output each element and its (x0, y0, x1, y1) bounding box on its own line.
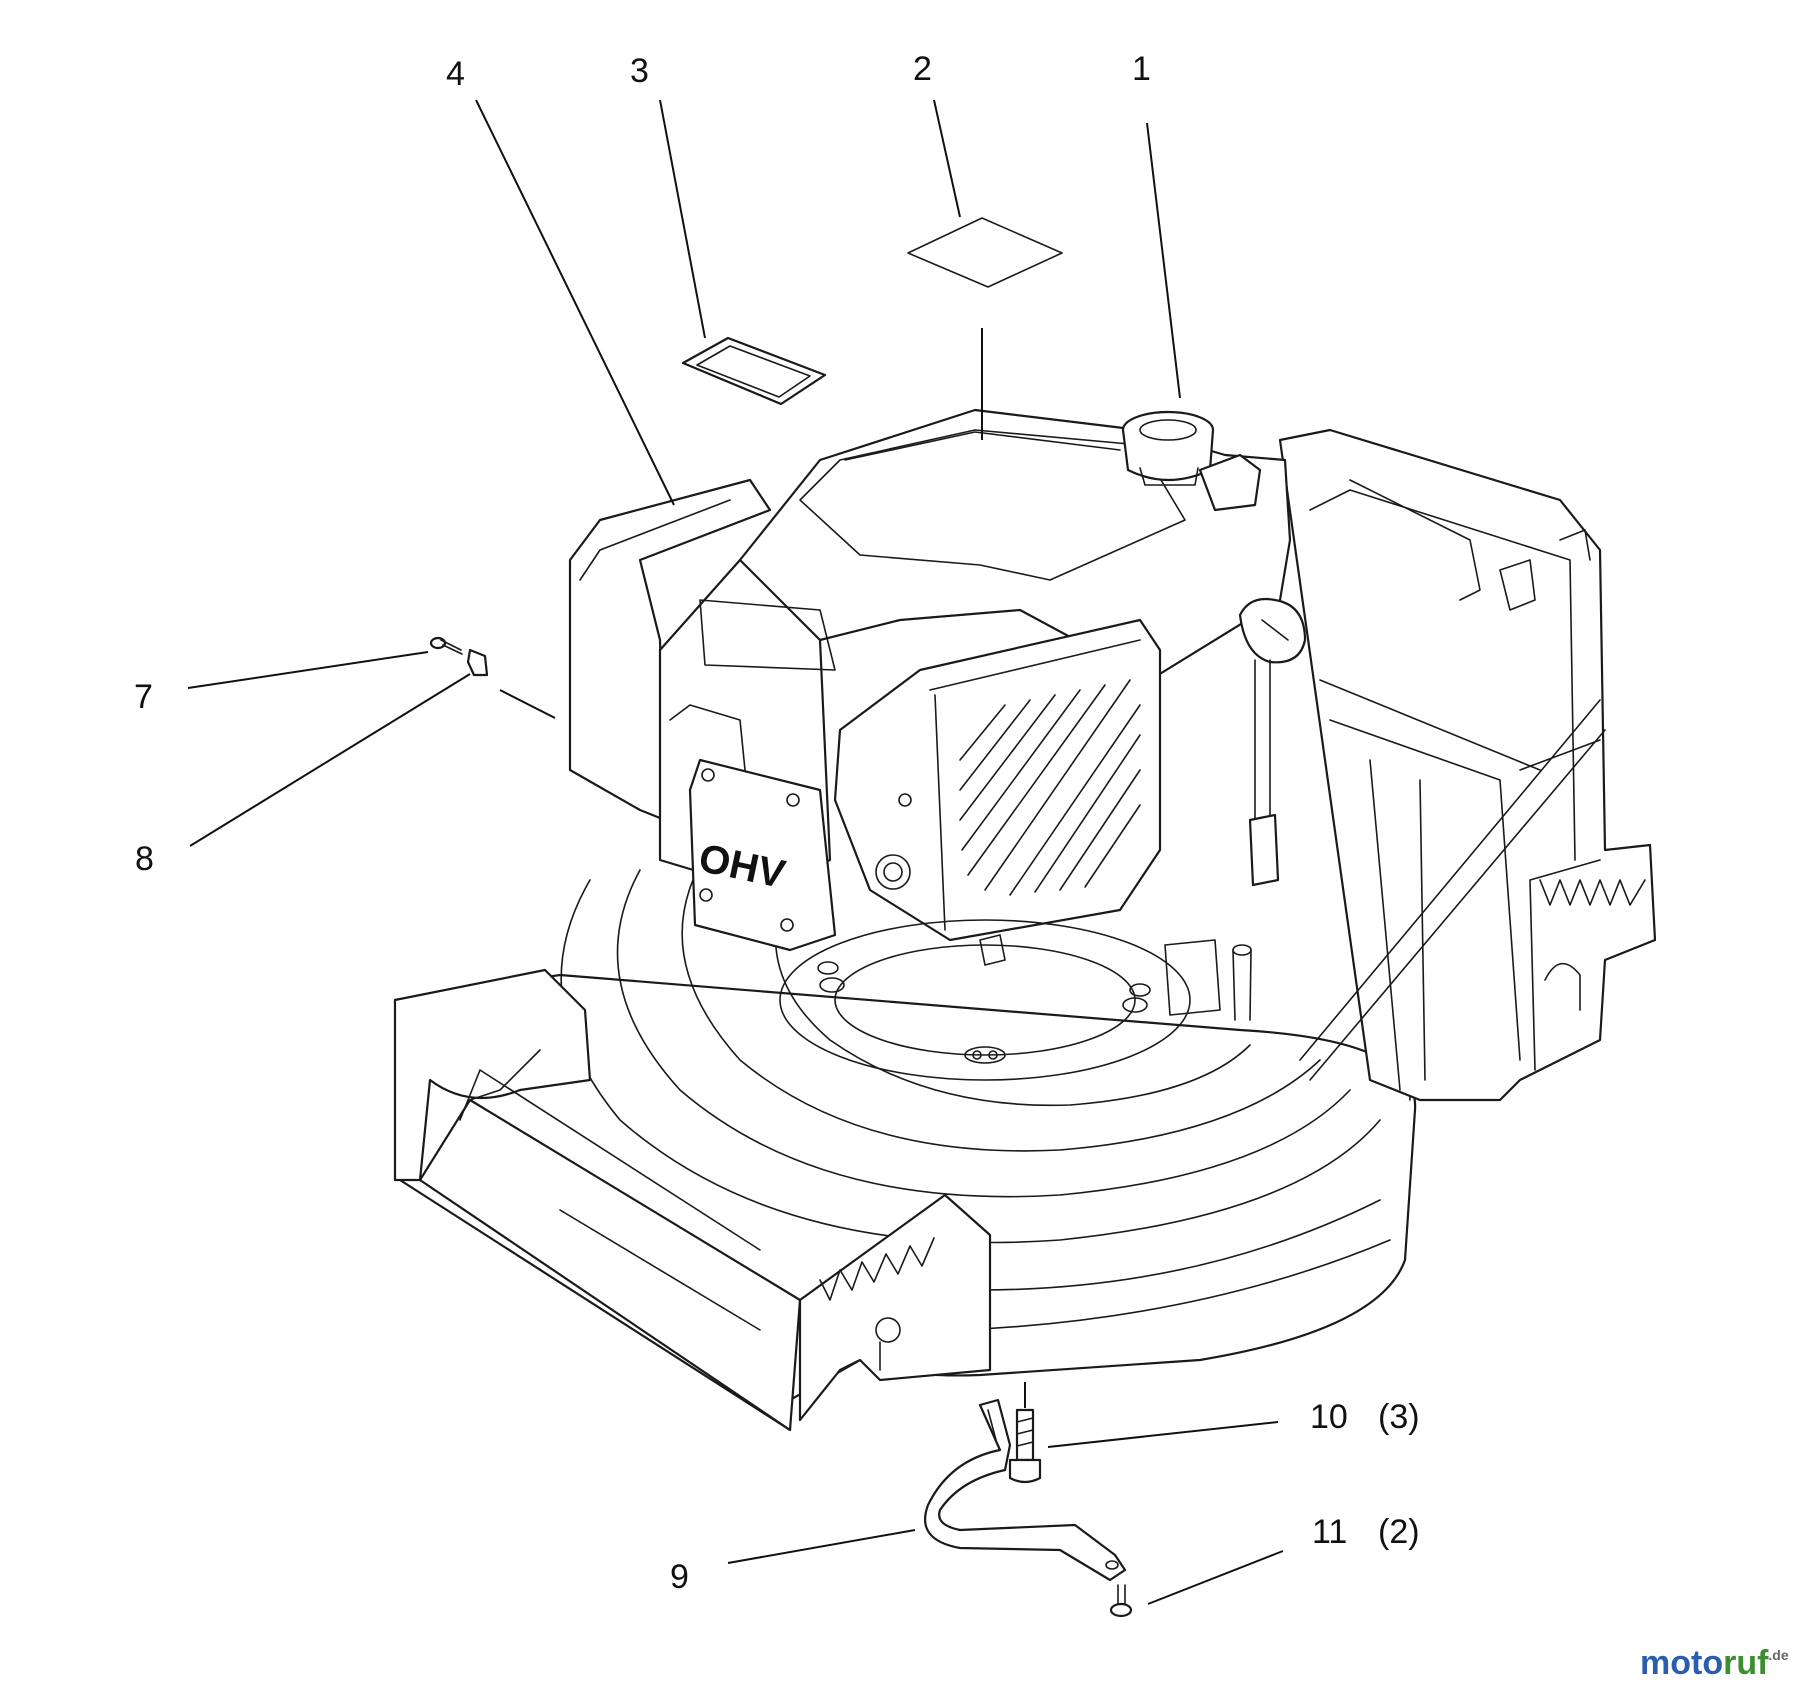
svg-text:motoruf.de: motoruf.de (1640, 1644, 1789, 1682)
callout-3: 3 (630, 52, 649, 90)
callout-11-qty: (2) (1378, 1513, 1420, 1551)
part-nut-8 (466, 648, 489, 677)
mower-deck (393, 428, 1657, 1432)
part-screw-10 (1008, 1408, 1042, 1484)
callout-8: 8 (135, 840, 154, 878)
part-filter-label (681, 336, 827, 406)
cooling-grille (959, 679, 1141, 896)
part-screw-11 (1109, 1584, 1133, 1618)
watermark-suffix: .de (1768, 1647, 1788, 1663)
fuel-cap (1121, 410, 1262, 512)
engine: OHV (568, 408, 1307, 1081)
callout-10-qty: (3) (1378, 1398, 1420, 1436)
callout-2: 2 (913, 50, 932, 88)
watermark: motoruf.de (1640, 1644, 1789, 1682)
callout-9: 9 (670, 1558, 689, 1596)
callout-7: 7 (134, 678, 153, 716)
watermark-part-a: moto (1640, 1644, 1723, 1682)
part-bracket-9 (923, 1398, 1127, 1582)
callout-10: 10 (1310, 1398, 1348, 1436)
part-bolt-7 (429, 636, 463, 655)
callout-4: 4 (446, 55, 465, 93)
watermark-part-b: ruf (1723, 1644, 1769, 1682)
callout-labels: 1 2 3 4 7 8 9 10 (3) 11 (2) (134, 50, 1420, 1596)
callout-11: 11 (1312, 1513, 1347, 1551)
leader-lines (187, 99, 1284, 1605)
callout-1: 1 (1132, 50, 1151, 88)
part-decal (907, 217, 1063, 288)
